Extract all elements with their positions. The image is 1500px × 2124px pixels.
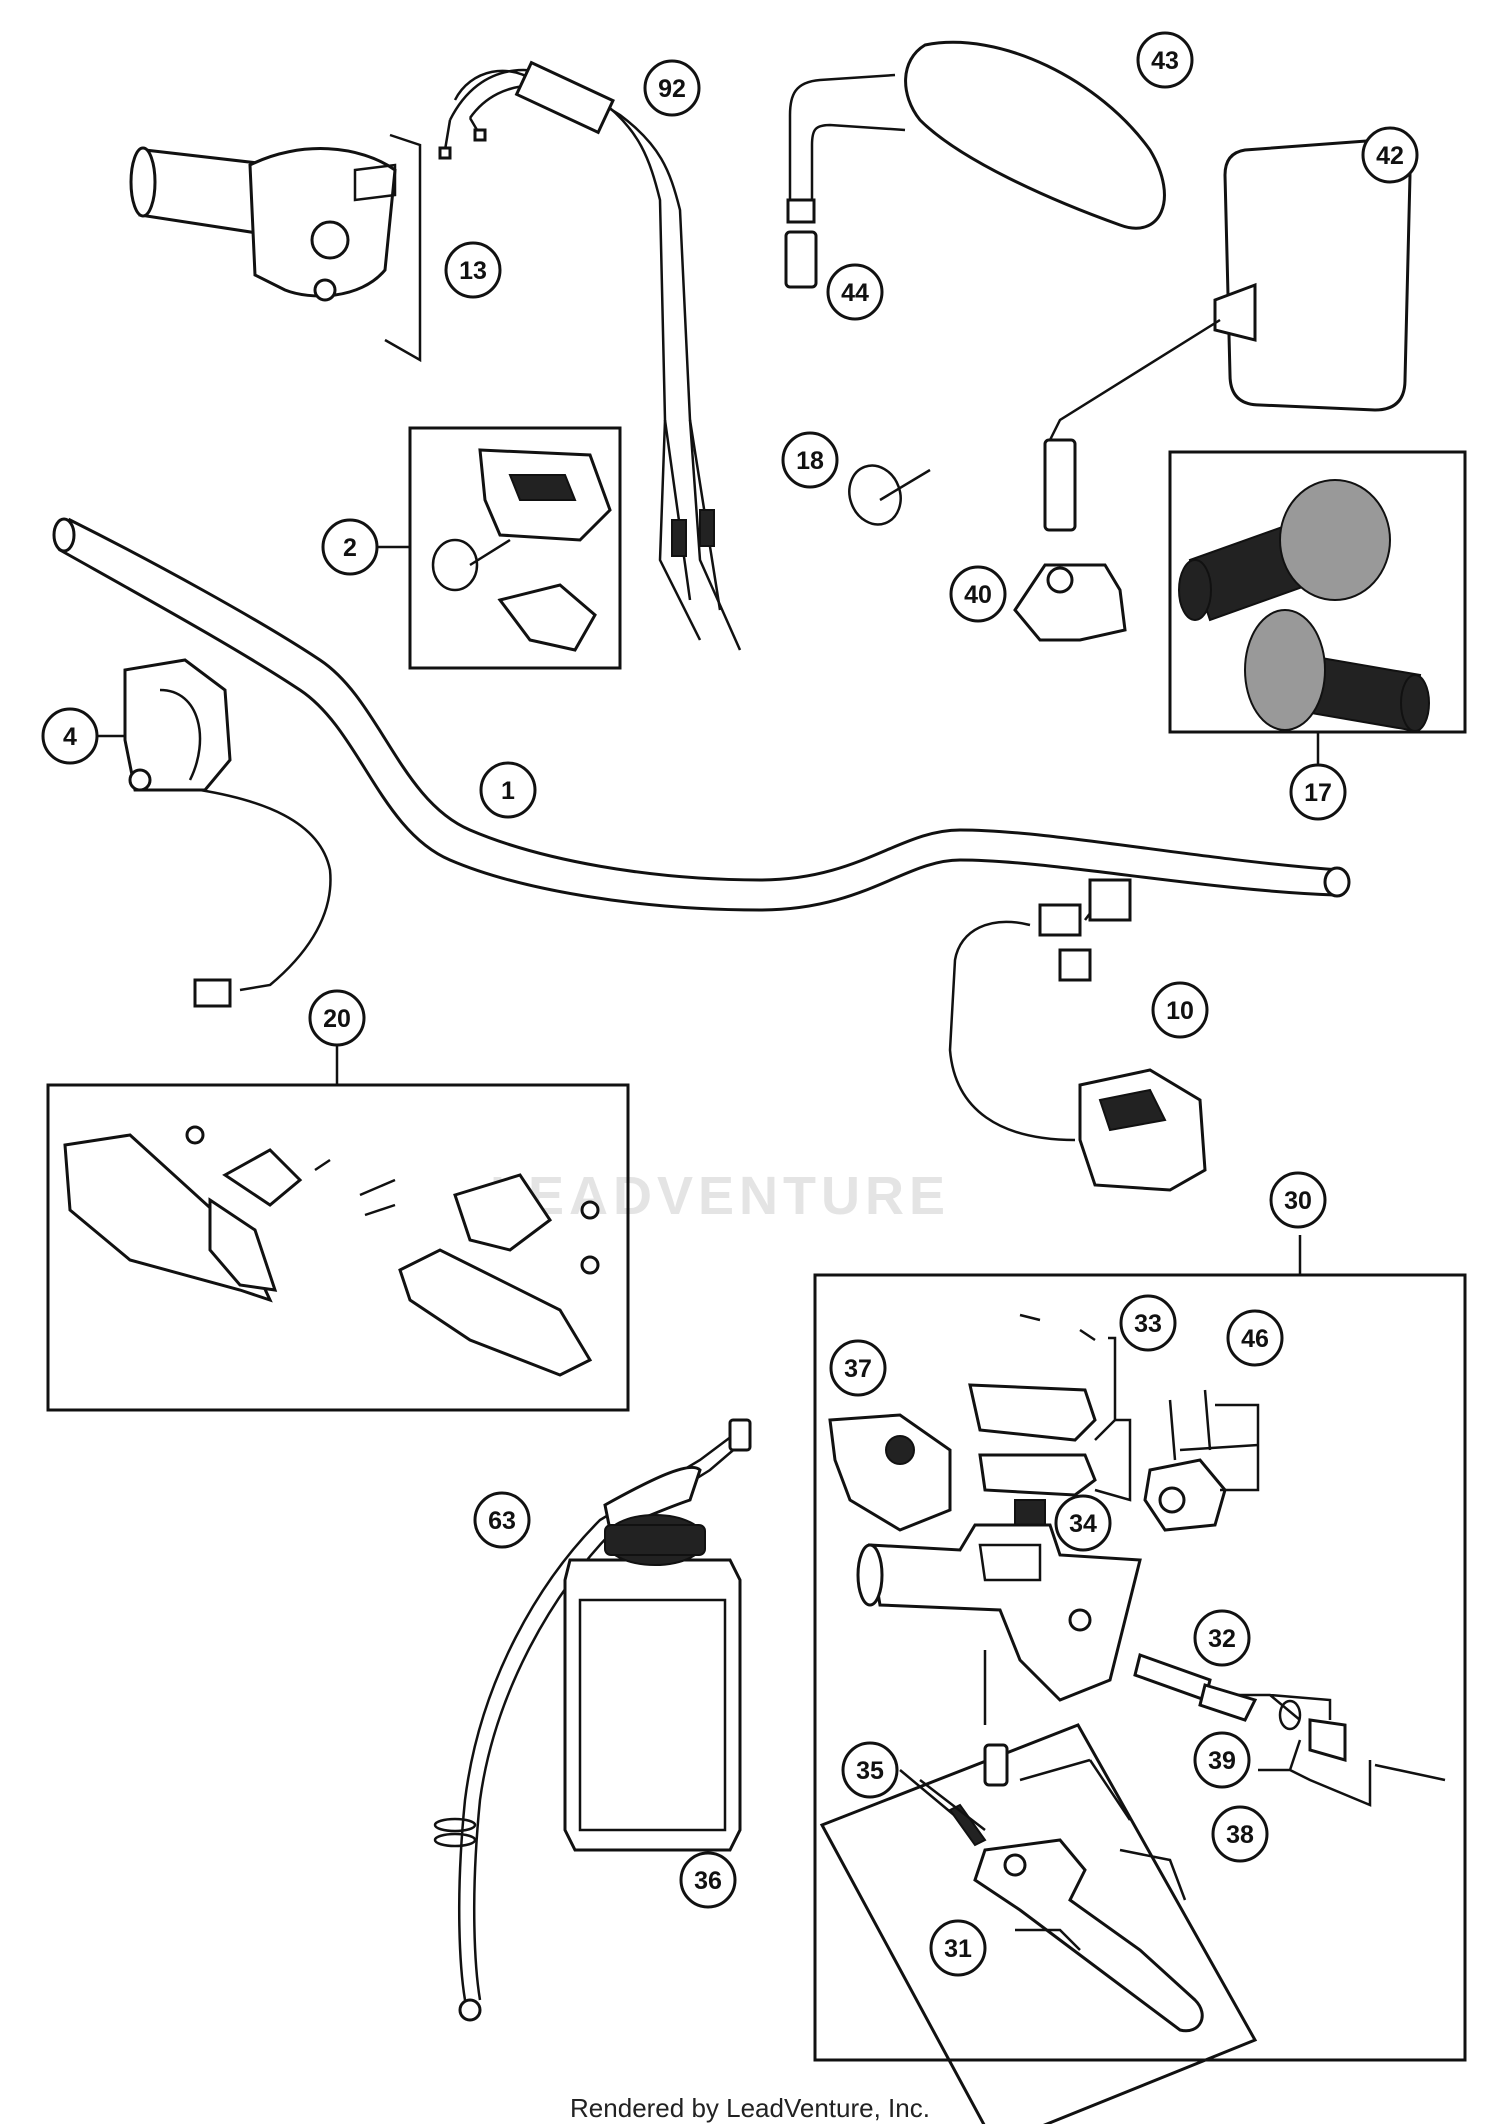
callout-label: 4: [63, 723, 77, 751]
callout-circle: [1054, 1494, 1112, 1552]
switch-cover-group: [375, 426, 622, 670]
callout-13: 13: [444, 241, 502, 299]
callout-label: 39: [1208, 1747, 1236, 1775]
mirror-right-part: [1043, 138, 1412, 532]
callout-circle: [444, 241, 502, 299]
callout-2: 2: [321, 518, 379, 576]
callout-circle: [41, 707, 99, 765]
left-switch-part: [95, 658, 332, 1008]
callout-circle: [1211, 1805, 1269, 1863]
callout-circle: [1193, 1731, 1251, 1789]
callout-circle: [308, 989, 366, 1047]
brake-line-part: [433, 1418, 752, 2022]
callout-label: 34: [1069, 1510, 1097, 1538]
handlebar-part: [52, 517, 1351, 912]
hand-guards-group: [46, 1045, 630, 1412]
callout-circle: [1361, 126, 1419, 184]
callout-label: 30: [1284, 1187, 1312, 1215]
callout-circle: [929, 1919, 987, 1977]
callout-circle: [1226, 1309, 1284, 1367]
callout-label: 40: [964, 581, 992, 609]
mirror-clamp-part: [1013, 563, 1127, 642]
callout-label: 18: [796, 447, 824, 475]
callout-63: 63: [473, 1491, 531, 1549]
footer-credit: Rendered by LeadVenture, Inc.: [570, 2093, 930, 2123]
callout-label: 36: [694, 1867, 722, 1895]
callout-35: 35: [841, 1741, 899, 1799]
callout-circle: [643, 59, 701, 117]
callout-circle: [679, 1851, 737, 1909]
callout-1: 1: [479, 761, 537, 819]
callout-label: 1: [501, 777, 515, 805]
callout-92: 92: [643, 59, 701, 117]
callout-circle: [949, 565, 1007, 623]
callout-label: 35: [856, 1757, 884, 1785]
callout-46: 46: [1226, 1309, 1284, 1367]
right-switch-part: [948, 878, 1207, 1192]
callout-30: 30: [1269, 1171, 1327, 1229]
callout-17: 17: [1289, 763, 1347, 821]
callout-label: 33: [1134, 1310, 1162, 1338]
callout-label: 37: [844, 1355, 872, 1383]
throttle-grip-part: [129, 133, 422, 363]
cable-tie-part: [848, 464, 931, 526]
callout-label: 42: [1376, 142, 1404, 170]
callout-label: 10: [1166, 997, 1194, 1025]
callout-10: 10: [1151, 981, 1209, 1039]
watermark-text: LEADVENTURE: [490, 1166, 951, 1226]
callout-42: 42: [1361, 126, 1419, 184]
callout-label: 13: [459, 257, 487, 285]
callout-label: 31: [944, 1935, 972, 1963]
callout-31: 31: [929, 1919, 987, 1977]
callout-circle: [1269, 1171, 1327, 1229]
callout-circle: [473, 1491, 531, 1549]
callout-37: 37: [829, 1339, 887, 1397]
callout-circle: [781, 431, 839, 489]
callout-circle: [1136, 31, 1194, 89]
callout-20: 20: [308, 989, 366, 1047]
callout-label: 92: [658, 75, 686, 103]
callout-38: 38: [1211, 1805, 1269, 1863]
callout-label: 44: [841, 279, 869, 307]
callout-label: 2: [343, 534, 357, 562]
callout-34: 34: [1054, 1494, 1112, 1552]
callout-43: 43: [1136, 31, 1194, 89]
callout-label: 17: [1304, 779, 1332, 807]
callout-label: 43: [1151, 47, 1179, 75]
callout-label: 38: [1226, 1821, 1254, 1849]
callout-label: 46: [1241, 1325, 1269, 1353]
callout-circle: [829, 1339, 887, 1397]
callout-label: 63: [488, 1507, 516, 1535]
mirror-left-part: [784, 40, 1166, 289]
callout-40: 40: [949, 565, 1007, 623]
throttle-cable-part: [438, 60, 742, 651]
callout-circle: [1289, 763, 1347, 821]
callout-36: 36: [679, 1851, 737, 1909]
callout-circle: [321, 518, 379, 576]
callout-label: 32: [1208, 1625, 1236, 1653]
brake-fluid-bottle-part: [563, 1514, 742, 1852]
callout-39: 39: [1193, 1731, 1251, 1789]
callout-label: 20: [323, 1005, 351, 1033]
callout-circle: [1119, 1294, 1177, 1352]
callout-circle: [841, 1741, 899, 1799]
grips-group: [1168, 450, 1467, 775]
callout-4: 4: [41, 707, 99, 765]
callout-circle: [1193, 1609, 1251, 1667]
brake-assembly-group: [813, 1235, 1467, 2124]
callout-33: 33: [1119, 1294, 1177, 1352]
callout-circle: [826, 263, 884, 321]
callout-18: 18: [781, 431, 839, 489]
callout-circle: [479, 761, 537, 819]
callout-44: 44: [826, 263, 884, 321]
callout-circle: [1151, 981, 1209, 1039]
callout-32: 32: [1193, 1609, 1251, 1667]
